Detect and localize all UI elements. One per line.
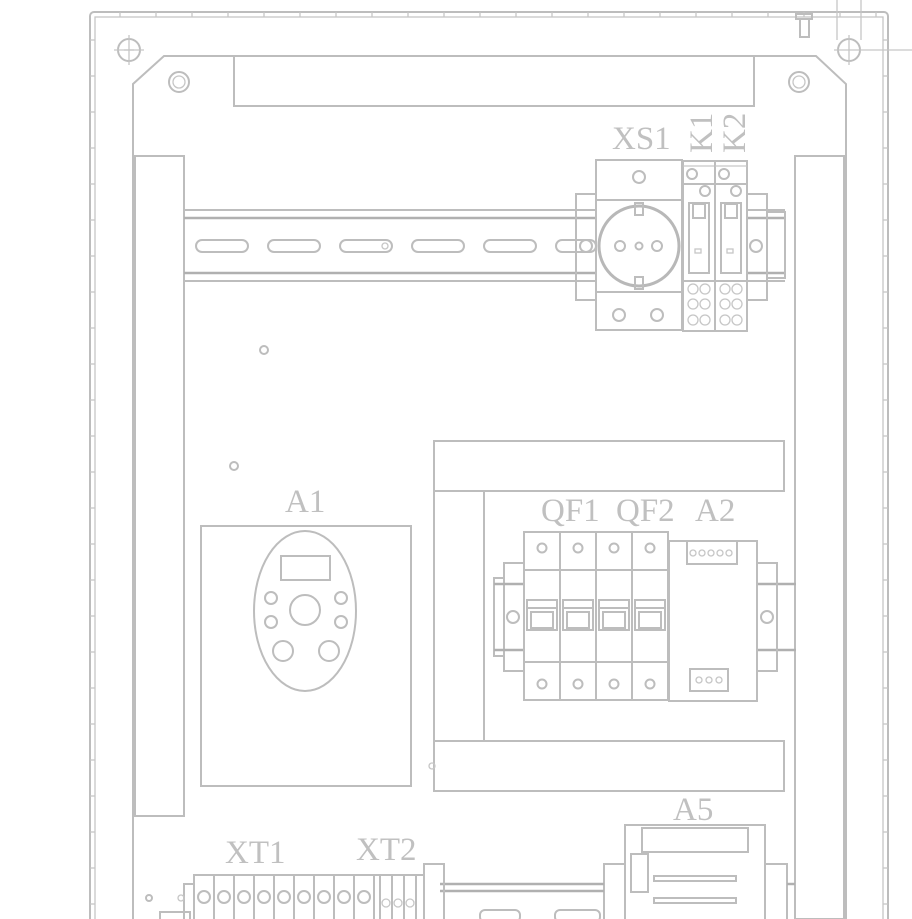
label-qf1: QF1 [541, 493, 600, 529]
plate-hole [259, 345, 269, 355]
terminal-screw [572, 678, 584, 690]
label-k1: K1 [684, 113, 720, 153]
cable-duct-left [134, 155, 185, 817]
terminal [391, 874, 405, 919]
pin [689, 549, 697, 557]
label-a2: A2 [695, 493, 735, 529]
enclosure-frame [89, 11, 889, 919]
socket-xs1 [575, 159, 683, 331]
terminal-screw [381, 898, 391, 908]
terminal [379, 874, 393, 919]
breaker-pole [523, 531, 561, 701]
breaker-toggle [634, 599, 666, 631]
terminal-screw [237, 890, 251, 904]
relay-k2 [714, 160, 748, 332]
ground-stud [795, 13, 813, 38]
terminal-screw [197, 890, 211, 904]
pin [698, 549, 706, 557]
terminal-screw [317, 890, 331, 904]
terminal-screw [277, 890, 291, 904]
terminal-screw [217, 890, 231, 904]
frequency-converter-a1 [200, 525, 412, 787]
terminal-screw [572, 542, 584, 554]
terminal-blocks-xt1-xt2 [145, 863, 601, 919]
end-stop-top-right [746, 193, 786, 301]
breaker-toggle [526, 599, 558, 631]
label-xt1: XT1 [225, 835, 286, 871]
circuit-breakers-qf1-qf2 [523, 531, 669, 701]
terminal-screw [337, 890, 351, 904]
terminal-screw [357, 890, 371, 904]
rail-slot [339, 239, 393, 253]
terminal-screw [297, 890, 311, 904]
label-k2: K2 [717, 113, 753, 153]
terminal [353, 874, 375, 919]
terminal-screw [393, 898, 403, 908]
breaker-pole [631, 531, 669, 701]
label-a1: A1 [285, 484, 325, 520]
terminal [403, 874, 417, 919]
mounting-plate [132, 55, 847, 919]
breaker-toggle [598, 599, 630, 631]
label-qf2: QF2 [616, 493, 675, 529]
cable-duct-middle [428, 440, 785, 792]
rail-slot [483, 239, 537, 253]
breaker-toggle [562, 599, 594, 631]
cable-duct-right [794, 155, 845, 919]
relay-k1 [682, 160, 716, 332]
terminal-screw [608, 542, 620, 554]
rail-slot [411, 239, 465, 253]
terminal-screw [608, 678, 620, 690]
rail-slot [195, 239, 249, 253]
pin [725, 549, 733, 557]
terminal-screw [405, 898, 415, 908]
module-a2 [668, 540, 758, 702]
pin [707, 549, 715, 557]
terminal-screw [536, 678, 548, 690]
label-xs1: XS1 [612, 121, 671, 157]
mounting-hole-top-right [834, 0, 912, 65]
label-xt2: XT2 [356, 832, 417, 868]
terminal-screw [644, 542, 656, 554]
label-a5: A5 [673, 792, 713, 828]
breaker-pole [595, 531, 633, 701]
plate-hole [229, 461, 239, 471]
terminal-screw [257, 890, 271, 904]
terminal-screw [536, 542, 548, 554]
power-supply-a5 [440, 824, 795, 919]
breaker-pole [559, 531, 597, 701]
mounting-hole-top-left [114, 35, 144, 65]
terminal-screw [644, 678, 656, 690]
pin [716, 549, 724, 557]
rail-slot [267, 239, 321, 253]
